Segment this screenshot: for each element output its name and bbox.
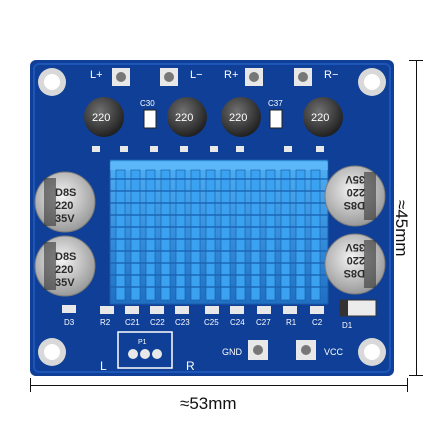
heatsink-groove — [110, 214, 328, 216]
label-r-minus: R− — [324, 69, 338, 81]
diode-d1 — [339, 299, 377, 317]
heatsink-fin — [115, 169, 126, 301]
inductor: 220 — [303, 97, 343, 137]
input-connector — [117, 331, 173, 369]
inductor: 220 — [84, 97, 124, 137]
heatsink-fin — [310, 169, 321, 301]
label-l-plus: L+ — [90, 69, 103, 81]
width-dimension-tick-right — [407, 378, 408, 392]
heatsink-fin — [235, 169, 246, 301]
label-vcc: VCC — [324, 347, 344, 357]
height-dimension-line — [416, 60, 417, 376]
heatsink-fin — [190, 169, 201, 301]
svg-text:220: 220 — [55, 200, 73, 212]
heatsink-fin — [145, 169, 156, 301]
label-p1: P1 — [138, 339, 147, 346]
svg-text:35V: 35V — [345, 241, 365, 253]
label-d3: D3 — [64, 318, 75, 327]
mounting-hole — [358, 68, 386, 96]
svg-text:35V: 35V — [55, 277, 75, 289]
svg-text:220: 220 — [229, 112, 247, 124]
heatsink-fin — [250, 169, 261, 301]
heatsink-groove — [110, 286, 328, 288]
width-dimension-line — [30, 385, 408, 386]
svg-text:D8S: D8S — [344, 267, 365, 279]
heatsink-fin — [160, 169, 171, 301]
svg-text:220: 220 — [92, 112, 110, 124]
heatsink-fin — [295, 169, 306, 301]
svg-text:220: 220 — [347, 254, 365, 266]
heatsink-fin — [220, 169, 231, 301]
heatsink-fin — [175, 169, 186, 301]
width-dimension-tick-left — [30, 378, 31, 392]
label-d1: D1 — [342, 321, 353, 330]
heatsink-fin — [205, 169, 216, 301]
mounting-hole — [358, 338, 386, 366]
label-c22: C22 — [150, 318, 165, 327]
svg-text:35V: 35V — [345, 173, 365, 185]
label-input-l: L — [100, 359, 107, 373]
label-c30: C30 — [140, 99, 155, 108]
svg-text:220: 220 — [311, 112, 329, 124]
heatsink-groove — [110, 238, 328, 240]
heatsink-groove — [110, 262, 328, 264]
heatsink-fin — [280, 169, 291, 301]
height-dimension-label: ≈45mm — [392, 200, 411, 257]
heatsink-groove — [110, 202, 328, 204]
heatsink-fin — [265, 169, 276, 301]
heatsink-groove — [110, 178, 328, 180]
electrolytic-cap: D8S 220 35V — [34, 171, 96, 233]
width-dimension-label: ≈53mm — [180, 394, 237, 413]
vcc-pad — [296, 340, 316, 360]
svg-text:D8S: D8S — [55, 187, 76, 199]
svg-text:220: 220 — [347, 186, 365, 198]
label-c37: C37 — [268, 99, 283, 108]
mounting-hole — [38, 68, 66, 96]
gnd-pad — [248, 340, 268, 360]
svg-text:220: 220 — [55, 264, 73, 276]
label-gnd: GND — [222, 347, 243, 357]
label-c25: C25 — [204, 318, 219, 327]
svg-text:220: 220 — [175, 112, 193, 124]
mounting-hole — [38, 338, 66, 366]
label-c21: C21 — [125, 318, 140, 327]
heatsink-fin — [130, 169, 141, 301]
label-l-minus: L− — [190, 69, 203, 81]
svg-text:D8S: D8S — [344, 199, 365, 211]
inductor: 220 — [167, 97, 207, 137]
electrolytic-cap: D8S 220 35V — [324, 165, 386, 227]
label-c24: C24 — [230, 318, 245, 327]
speaker-terminal-pads — [112, 68, 312, 86]
inductor: 220 — [221, 97, 261, 137]
label-input-r: R — [186, 359, 195, 373]
label-r2: R2 — [100, 318, 111, 327]
heatsink-fins — [110, 169, 328, 301]
label-c27: C27 — [256, 318, 271, 327]
heatsink-groove — [110, 190, 328, 192]
label-r-plus: R+ — [224, 69, 238, 81]
svg-text:35V: 35V — [55, 213, 75, 225]
electrolytic-cap: D8S 220 35V — [34, 235, 96, 297]
label-c23: C23 — [175, 318, 190, 327]
label-r1: R1 — [286, 318, 297, 327]
height-dimension-tick-bottom — [409, 375, 423, 376]
heatsink-groove — [110, 226, 328, 228]
svg-text:D8S: D8S — [55, 251, 76, 263]
height-dimension-tick-top — [409, 60, 423, 61]
heatsink-groove — [110, 274, 328, 276]
heatsink-groove — [110, 250, 328, 252]
label-c2: C2 — [312, 318, 323, 327]
electrolytic-cap: D8S 220 35V — [324, 233, 386, 295]
heatsink — [109, 159, 329, 305]
